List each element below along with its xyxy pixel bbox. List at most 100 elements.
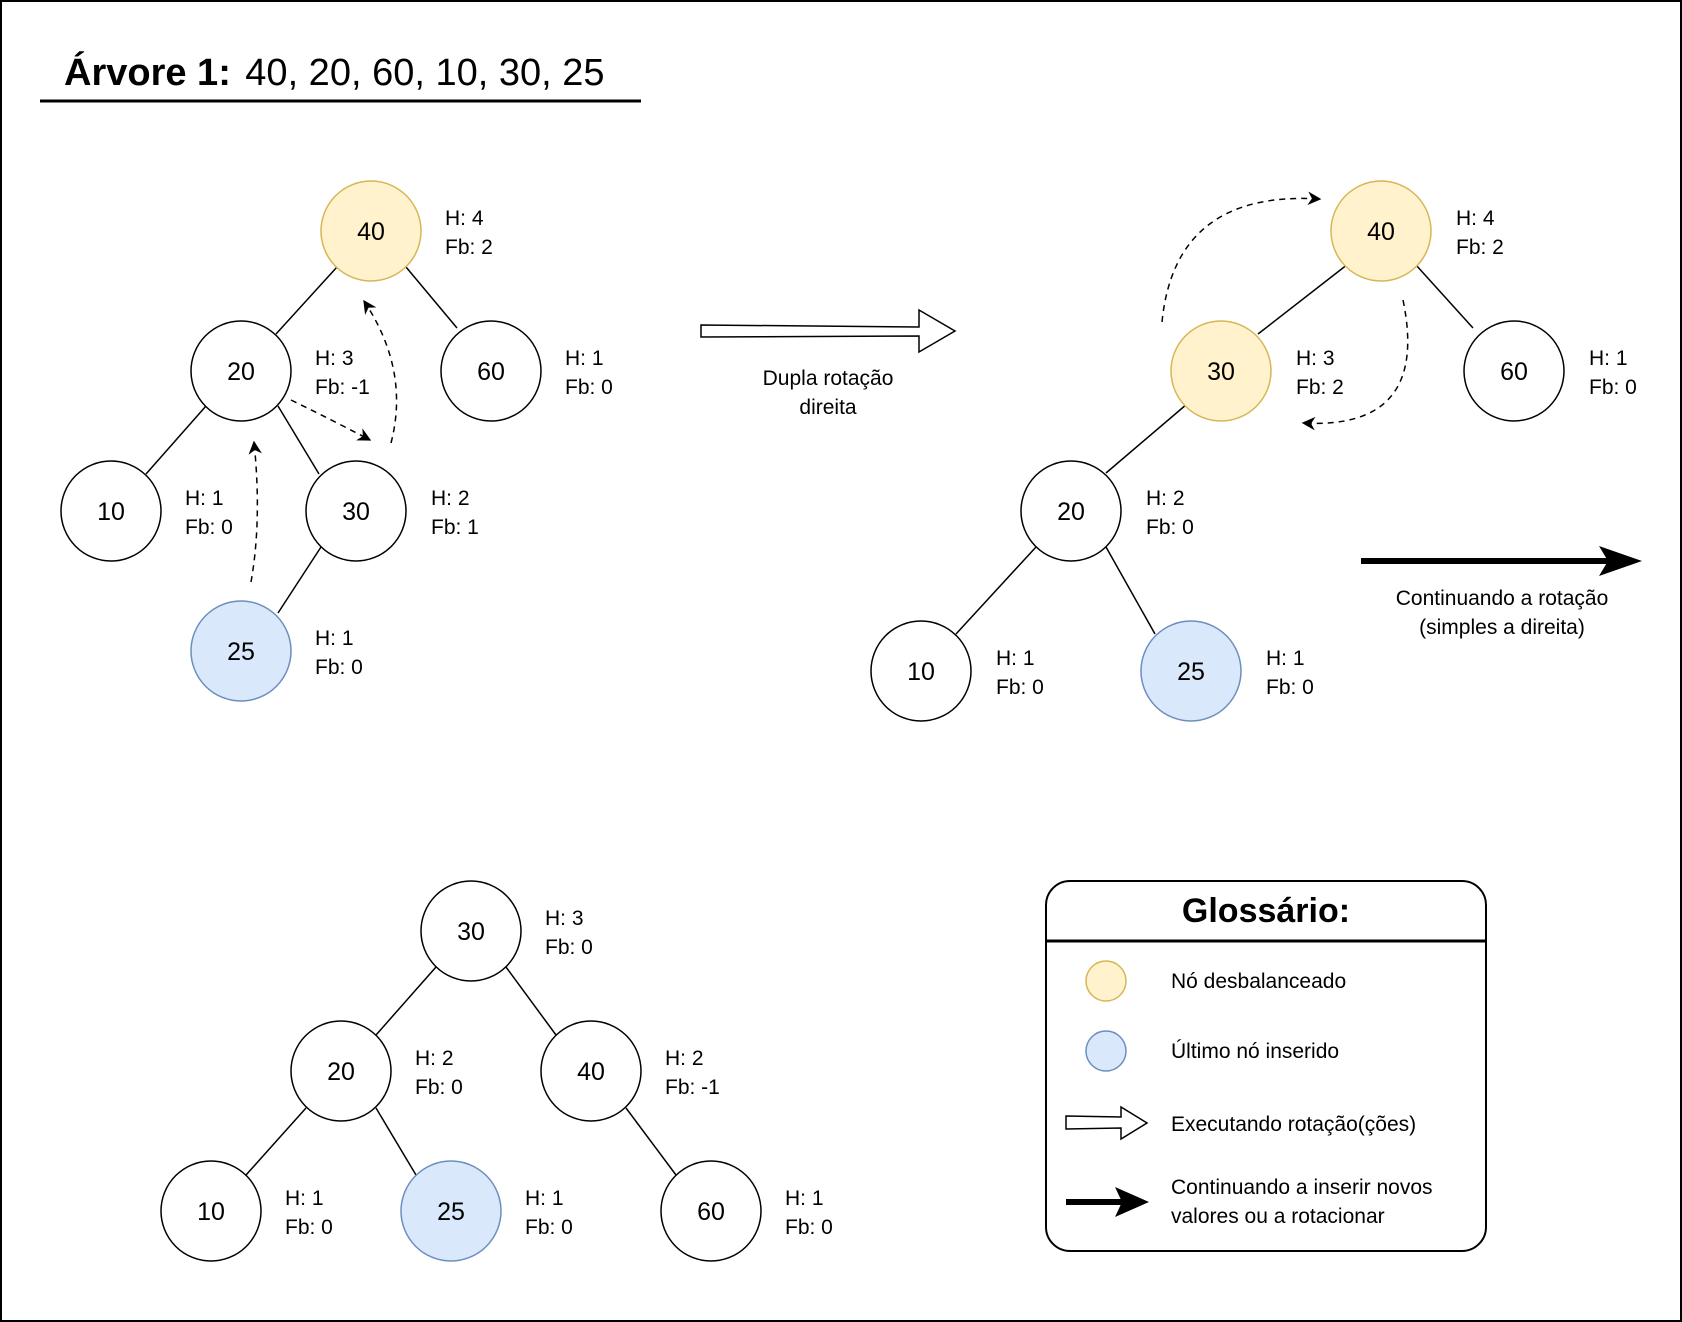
- glossary-box: Glossário: Nó desbalanceado Último nó in…: [1045, 880, 1487, 1252]
- edge-30-25: [277, 546, 322, 614]
- tree1-node-60: [440, 320, 542, 422]
- tree3-node-60-label: 60: [697, 1198, 725, 1226]
- edge-20-10: [245, 1107, 307, 1176]
- tree3-node-20-height: H: 2: [415, 1047, 454, 1070]
- tree1-node-20: [190, 320, 292, 422]
- tree2-node-20: [1020, 460, 1122, 562]
- tree2-node-40-unbalanced: [1330, 180, 1432, 282]
- rotation-arrow-20-to-30: [290, 399, 372, 441]
- tree1-node-20-height: H: 3: [315, 347, 354, 370]
- tree2-node-20-height: H: 2: [1146, 487, 1185, 510]
- edge-20-30: [277, 405, 320, 475]
- edge-30-40: [505, 966, 557, 1036]
- tree2-node-60-balance: Fb: 0: [1589, 376, 1637, 399]
- tree2-node-30-height: H: 3: [1296, 347, 1335, 370]
- caption-continuing-line1: Continuando a rotação: [1396, 587, 1609, 610]
- edge-30-20: [375, 966, 437, 1036]
- hollow-arrow-icon: [700, 308, 957, 354]
- tree2-node-25-inserted: [1140, 620, 1242, 722]
- tree1-node-30-label: 30: [342, 498, 370, 526]
- glossary-unbalanced-swatch: [1085, 960, 1127, 1002]
- tree3-node-25-balance: Fb: 0: [525, 1216, 573, 1239]
- tree1-node-10-balance: Fb: 0: [185, 516, 233, 539]
- solid-arrow-icon: [1599, 546, 1642, 576]
- tree2-node-30-balance: Fb: 2: [1296, 376, 1344, 399]
- tree3-node-20-balance: Fb: 0: [415, 1076, 463, 1099]
- edge-40-60: [1415, 264, 1474, 329]
- tree2-node-10-balance: Fb: 0: [996, 676, 1044, 699]
- rotation-arrow-up-to-40: [1161, 191, 1322, 323]
- tree1-node-25-height: H: 1: [315, 627, 354, 650]
- tree1-node-60-balance: Fb: 0: [565, 376, 613, 399]
- title-label: Árvore 1:: [64, 50, 231, 94]
- tree3-node-60-balance: Fb: 0: [785, 1216, 833, 1239]
- tree3-node-40-height: H: 2: [665, 1047, 704, 1070]
- tree1-node-40-balance: Fb: 2: [445, 236, 493, 259]
- tree3-node-10-height: H: 1: [285, 1187, 324, 1210]
- tree1-node-60-height: H: 1: [565, 347, 604, 370]
- edge-40-60: [625, 1107, 677, 1176]
- tree1-node-60-label: 60: [477, 358, 505, 386]
- tree2-node-60-height: H: 1: [1589, 347, 1628, 370]
- tree2-node-60: [1463, 320, 1565, 422]
- tree2-node-20-label: 20: [1057, 498, 1085, 526]
- tree2-node-10-height: H: 1: [996, 647, 1035, 670]
- tree3-node-25-label: 25: [437, 1198, 465, 1226]
- tree3-node-20-label: 20: [327, 1058, 355, 1086]
- tree3-node-40: [540, 1020, 642, 1122]
- tree1-node-10-label: 10: [97, 498, 125, 526]
- tree3-node-20: [290, 1020, 392, 1122]
- tree2-node-30-unbalanced: [1170, 320, 1272, 422]
- tree1-node-30-balance: Fb: 1: [431, 516, 479, 539]
- tree1-node-10: [60, 460, 162, 562]
- tree3-node-30-height: H: 3: [545, 907, 584, 930]
- tree3-node-10-label: 10: [197, 1198, 225, 1226]
- tree1-node-20-balance: Fb: -1: [315, 376, 370, 399]
- glossary-solid-arrow-icon: [1115, 1187, 1149, 1217]
- tree2-node-40-height: H: 4: [1456, 207, 1495, 230]
- caption-double-rotation-line2: direita: [799, 396, 857, 419]
- tree2-node-25-balance: Fb: 0: [1266, 676, 1314, 699]
- rotation-arrow-25-up: [248, 440, 262, 583]
- tree1-node-10-height: H: 1: [185, 487, 224, 510]
- tree1-node-40-height: H: 4: [445, 207, 484, 230]
- tree2-node-10: [870, 620, 972, 722]
- tree2-node-25-label: 25: [1177, 658, 1205, 686]
- tree3-node-25-inserted: [400, 1160, 502, 1262]
- tree2-node-60-label: 60: [1500, 358, 1528, 386]
- tree1-node-25-inserted: [190, 600, 292, 702]
- tree2-node-20-balance: Fb: 0: [1146, 516, 1194, 539]
- tree1-node-25-label: 25: [227, 638, 255, 666]
- rotation-arrow-40-down: [1301, 299, 1409, 431]
- title-sequence: 40, 20, 60, 10, 30, 25: [245, 52, 604, 94]
- glossary-title: Glossário:: [1182, 892, 1350, 930]
- edge-20-25: [375, 1107, 417, 1176]
- glossary-executing-label: Executando rotação(ções): [1171, 1113, 1416, 1136]
- page-title: Árvore 1: 40, 20, 60, 10, 30, 25: [64, 50, 604, 94]
- tree1-node-40-label: 40: [357, 218, 385, 246]
- tree1-node-30: [305, 460, 407, 562]
- glossary-unbalanced-label: Nó desbalanceado: [1171, 970, 1346, 993]
- tree3-node-10-balance: Fb: 0: [285, 1216, 333, 1239]
- tree1-node-30-height: H: 2: [431, 487, 470, 510]
- tree2-node-30-label: 30: [1207, 358, 1235, 386]
- glossary-frame: [1045, 880, 1487, 1252]
- tree2-node-40-label: 40: [1367, 218, 1395, 246]
- glossary-inserted-label: Último nó inserido: [1171, 1040, 1339, 1063]
- tree1-node-25-balance: Fb: 0: [315, 656, 363, 679]
- tree3-node-60-height: H: 1: [785, 1187, 824, 1210]
- tree3-node-60: [660, 1160, 762, 1262]
- edge-40-20: [275, 266, 338, 335]
- edge-20-25: [1105, 546, 1156, 635]
- glossary-continuing-line2: valores ou a rotacionar: [1171, 1205, 1385, 1228]
- glossary-inserted-swatch: [1085, 1030, 1127, 1072]
- tree1-node-20-label: 20: [227, 358, 255, 386]
- tree2-node-40-balance: Fb: 2: [1456, 236, 1504, 259]
- tree-3: 30 H: 3 Fb: 0 20 H: 2 Fb: 0 40 H: 2 Fb: …: [160, 880, 833, 1262]
- tree2-node-10-label: 10: [907, 658, 935, 686]
- tree3-node-30: [420, 880, 522, 982]
- tree-2: 40 H: 4 Fb: 2 30 H: 3 Fb: 2 60 H: 1 Fb: …: [870, 180, 1637, 722]
